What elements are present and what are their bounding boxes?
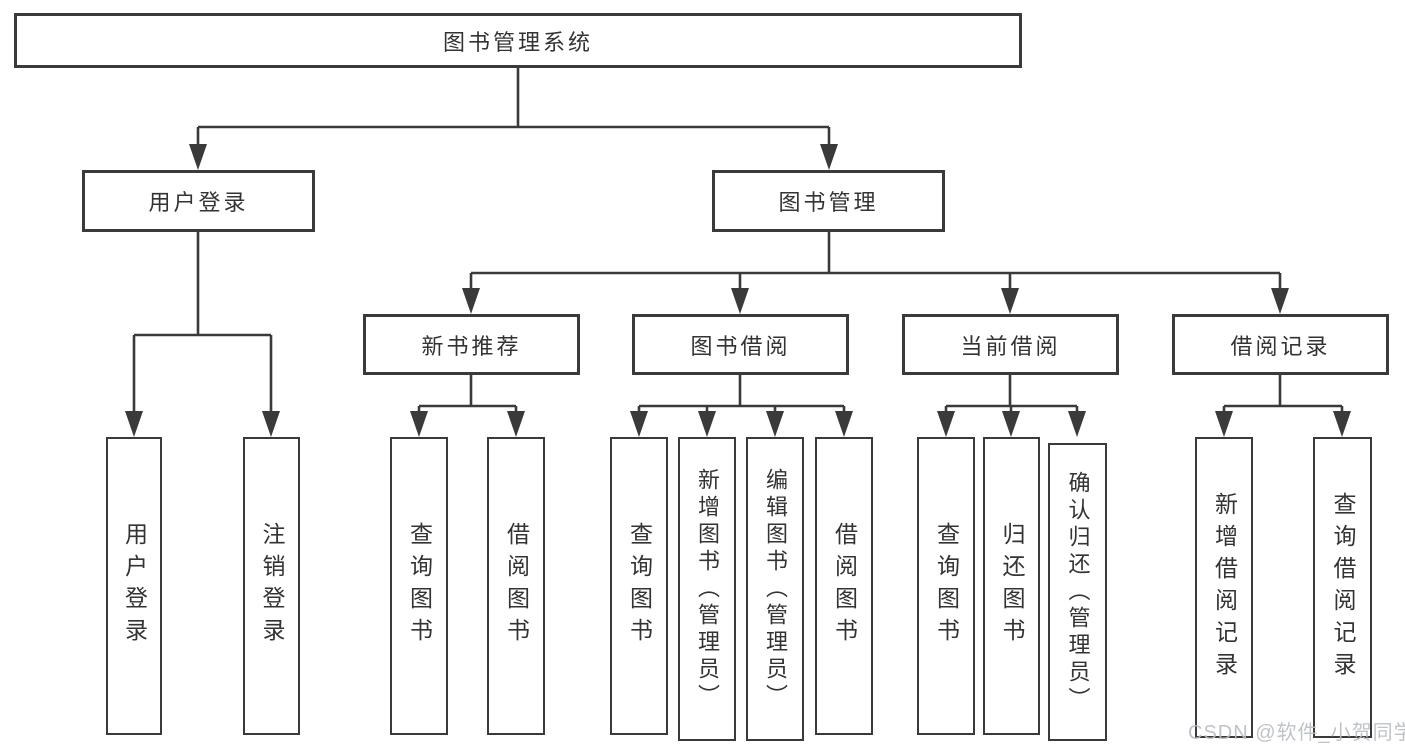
leaf-label: 新增借阅记录 [1211, 491, 1238, 684]
leaf-label: 查询图书 [406, 522, 433, 650]
csdn-watermark: CSDN @软件_小贺同学 [1188, 722, 1405, 744]
leaf-query-books-recommend: 查询图书 [390, 437, 448, 735]
leaf-label: 归还图书 [999, 522, 1025, 650]
leaf-label: 确认归还（管理员） [1065, 470, 1091, 714]
leaf-label: 编辑图书（管理员） [763, 467, 788, 711]
leaf-logout: 注销登录 [243, 437, 300, 735]
node-library-management-system: 图书管理系统 [14, 13, 1022, 68]
leaf-label: 新增图书（管理员） [695, 467, 720, 711]
leaf-return-books: 归还图书 [983, 437, 1040, 735]
leaf-add-borrow-record: 新增借阅记录 [1195, 437, 1253, 738]
leaf-confirm-return-admin: 确认归还（管理员） [1048, 443, 1107, 741]
leaf-borrow-books-recommend: 借阅图书 [487, 437, 545, 735]
leaf-label: 查询图书 [933, 522, 960, 650]
node-borrowing-records: 借阅记录 [1172, 314, 1389, 375]
leaf-query-books-current: 查询图书 [917, 437, 975, 735]
node-new-book-recommendation: 新书推荐 [363, 314, 580, 375]
arrowhead-markers [125, 144, 1351, 437]
leaf-label: 借阅图书 [503, 522, 530, 650]
leaf-label: 查询借阅记录 [1330, 491, 1356, 684]
leaf-label: 借阅图书 [831, 522, 858, 650]
node-user-login: 用户登录 [82, 170, 315, 232]
leaf-edit-books-admin: 编辑图书（管理员） [746, 437, 804, 741]
node-current-borrowing: 当前借阅 [902, 314, 1119, 375]
node-book-management: 图书管理 [712, 170, 945, 232]
node-book-borrowing: 图书借阅 [632, 314, 849, 375]
leaf-label: 用户登录 [121, 522, 148, 650]
leaf-borrow-books: 借阅图书 [815, 437, 873, 735]
leaf-label: 查询图书 [626, 522, 653, 650]
leaf-query-borrow-record: 查询借阅记录 [1313, 437, 1372, 738]
leaf-label: 注销登录 [259, 522, 285, 650]
leaf-user-login: 用户登录 [106, 437, 162, 735]
leaf-query-books-borrow: 查询图书 [610, 437, 668, 735]
leaf-add-books-admin: 新增图书（管理员） [678, 437, 736, 741]
